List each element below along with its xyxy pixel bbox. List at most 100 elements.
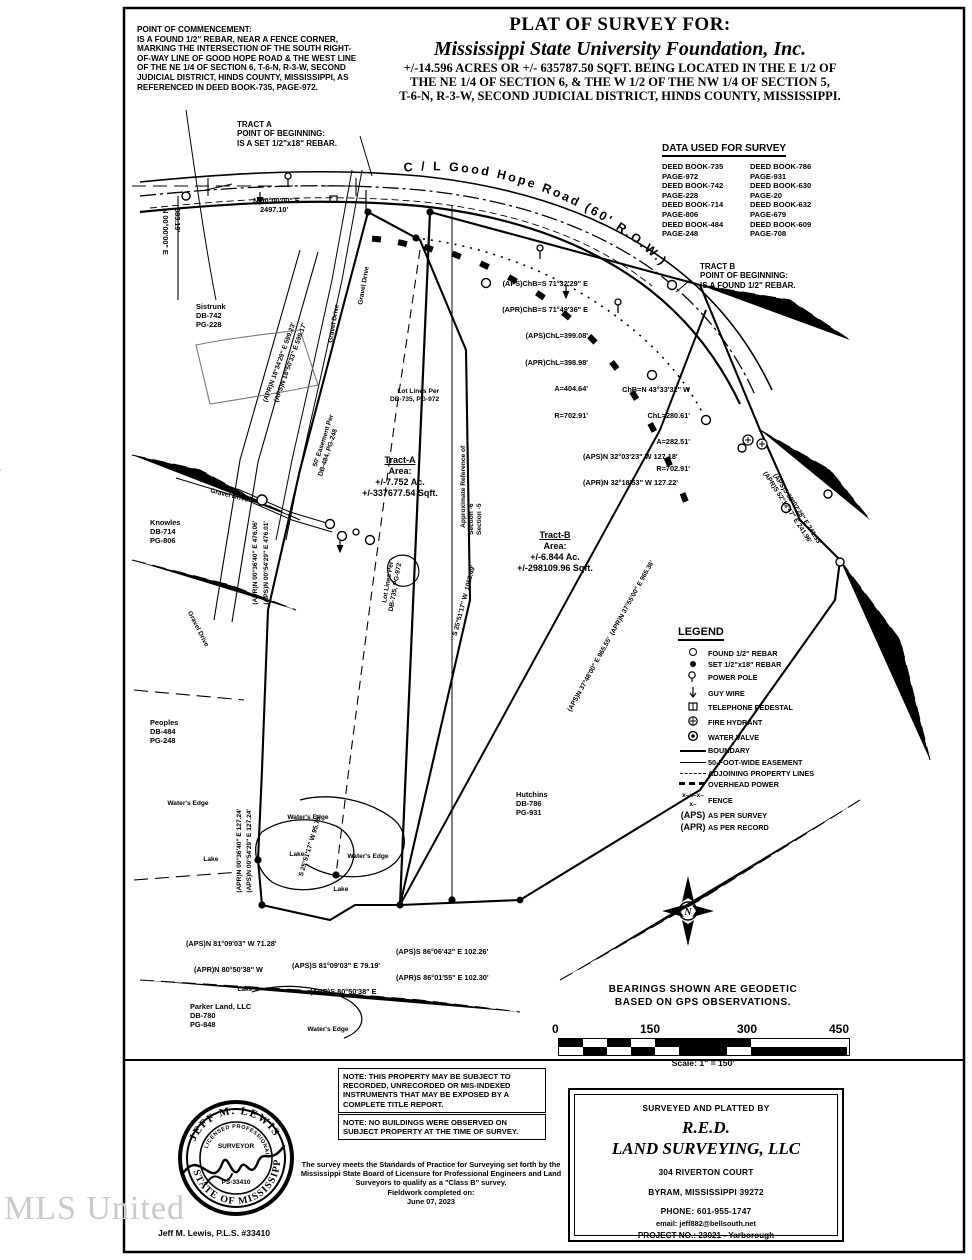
west-line-distance-label: 683.19' [164, 200, 190, 232]
bearing-basis-line2: BASED ON GPS OBSERVATIONS. [614, 997, 792, 1008]
legend-row: OVERHEAD POWER [678, 779, 814, 790]
legend-label: FIRE HYDRANT [708, 718, 763, 728]
deed-page: PAGE-679 [750, 209, 787, 219]
adjoiner-book: DB-780 [190, 1011, 216, 1020]
distance-text: 2497.10' [260, 204, 289, 214]
bearing-label-south-lake-west: (APS)N 81°09'03" W 71.28' (APR)N 80°50'3… [186, 922, 277, 992]
label-text: Lake [289, 851, 305, 858]
tract-a-pob-heading: TRACT A [237, 120, 272, 129]
adjoiner-name: Parker Land, LLC [190, 1002, 252, 1011]
plat-title-line2: Mississippi State University Foundation,… [433, 38, 807, 60]
plat-subtitle-line2: THE NE 1/4 OF SECTION 6, & THE W 1/2 OF … [410, 75, 830, 89]
company-name-line2: LAND SURVEYING, LLC [611, 1139, 801, 1158]
bearing-apr: (APR)N 32°18'53" W 127.22' [583, 477, 679, 487]
aps-icon: (APS) [680, 810, 706, 821]
scale-label: Scale: 1" = 150' [671, 1058, 735, 1068]
point-of-commencement-note: POINT OF COMMENCEMENT: IS A FOUND 1/2" R… [137, 25, 357, 92]
tract-sqft: +/-298109.96 Sqft. [517, 563, 593, 573]
legend-row: GUY WIRE [678, 686, 814, 701]
legend-label: FOUND 1/2" REBAR [708, 648, 778, 658]
adjoiner-sistrunk: Sistrunk DB-742 PG-228 [196, 302, 226, 329]
bearing-apr: (APR)N 80°50'38" W [194, 964, 263, 974]
waters-edge-label-2: Water's Edge [160, 792, 208, 816]
label-text: Lake [203, 856, 219, 863]
bearing-aps: (APS)N 81°09'03" W 71.28' [186, 938, 277, 948]
legend-table: FOUND 1/2" REBAR SET 1/2"x18" REBAR POWE… [678, 647, 814, 833]
adjoiner-book: DB-714 [150, 527, 176, 536]
company-email: email: jeff882@bellsouth.net [655, 1218, 757, 1228]
seal-title: SURVEYOR [218, 1143, 255, 1150]
curve-radius: R=702.91' [554, 410, 588, 420]
deed-page: PAGE-20 [750, 190, 782, 200]
tract-b-pob-line2: IS A FOUND 1/2" REBAR. [700, 280, 796, 290]
bearing-aps: (APS)S 86°06'42" E 102.26' [396, 946, 489, 956]
poc-heading: POINT OF COMMENCEMENT: [137, 25, 252, 34]
label-text: 50' Easement Per DB-484, PG-248 [311, 413, 340, 478]
company-phone: PHONE: 601-955-1747 [660, 1206, 752, 1216]
section-line-distance-label: 2497.10' [252, 197, 288, 223]
adjoiner-book: DB-786 [516, 799, 542, 808]
guy-wire-icon [678, 686, 708, 701]
curve-chord-bearing: ChB=N 43°33'32" W [622, 384, 690, 394]
company-address: 304 RIVERTON COURT [658, 1167, 754, 1177]
class-note-text: The survey meets the Standards of Practi… [300, 1160, 562, 1188]
legend-label: WATER VALVE [708, 733, 760, 743]
fieldwork-label: Fieldwork completed on: [387, 1187, 475, 1197]
legend-heading: LEGEND [678, 626, 724, 641]
legend-label: SET 1/2"x18" REBAR [708, 660, 782, 670]
adjoiner-name: Knowles [150, 518, 181, 527]
adjoiner-name: Hutchins [516, 790, 548, 799]
deed-page: PAGE-972 [662, 171, 699, 181]
bearing-aps: (APS)N 00°54'29" E 127.24' [246, 808, 253, 893]
legend-label: 50-FOOT-WIDE EASEMENT [708, 757, 803, 767]
adjoiner-book: DB-742 [196, 311, 222, 320]
adjoiner-knowles: Knowles DB-714 PG-806 [150, 518, 180, 545]
bearing-apr: (APR)S 80°50'38" E [310, 986, 377, 996]
scale-bar-lower [559, 1047, 849, 1055]
curve-chord-bearing-apr: (APR)ChB=S 71°49'36" E [502, 304, 588, 314]
scale-tick: 300 [737, 1022, 758, 1036]
curve-arc-length: A=404.64' [554, 384, 588, 394]
curve-chord-bearing-aps: (APS)ChB=S 71°32'29" E [502, 278, 588, 288]
deed-page: PAGE-228 [662, 190, 699, 200]
company-name-line1: R.E.D. [682, 1118, 730, 1137]
deed-book: DEED BOOK-742 [662, 181, 724, 191]
legend-row: x–x–x–x– FENCE [678, 790, 814, 810]
telephone-pedestal-icon [678, 701, 708, 715]
curve-data-block-1: (APS)ChB=S 71°32'29" E (APR)ChB=S 71°49'… [418, 262, 588, 438]
deed-page: PAGE-708 [750, 229, 787, 239]
north-arrow-label: N [683, 907, 692, 918]
waters-edge-label-4: Water's Edge [300, 1018, 348, 1042]
deed-book: DEED BOOK-735 [662, 162, 724, 171]
dashed-line-icon [678, 768, 708, 779]
tract-area-label: Area: [543, 541, 567, 551]
tract-b-pob-heading: TRACT B [700, 262, 736, 271]
deed-book: DEED BOOK-630 [750, 181, 812, 191]
tract-name: Tract-B [539, 530, 571, 540]
legend-label: AS PER SURVEY [708, 811, 768, 821]
data-used-heading: DATA USED FOR SURVEY [662, 143, 787, 157]
lake-label-4: Lake [230, 978, 252, 1002]
adjoiner-page: PG-806 [150, 536, 176, 545]
legend-row: WATER VALVE [678, 730, 814, 745]
title-report-note: NOTE: THIS PROPERTY MAY BE SUBJECT TO RE… [338, 1068, 546, 1113]
deed-book: DEED BOOK-609 [750, 219, 812, 229]
label-text: Water's Edge [347, 853, 389, 860]
legend-label: POWER POLE [708, 673, 758, 683]
tract-a-pob-line2: IS A SET 1/2"x18" REBAR. [237, 138, 337, 148]
tract-a-point-of-beginning: TRACT A POINT OF BEGINNING: IS A SET 1/2… [237, 120, 367, 148]
deed-book: DEED BOOK-714 [662, 200, 724, 210]
overhead-power-icon [678, 779, 708, 790]
apr-icon: (APR) [680, 821, 706, 832]
legend-row: ADJOINING PROPERTY LINES [678, 768, 814, 779]
deed-book: DEED BOOK-786 [750, 162, 812, 171]
waters-edge-label-1: Water's Edge [280, 806, 328, 830]
curve-chord-length: ChL=280.61' [647, 410, 691, 420]
power-pole-icon [678, 670, 708, 685]
legend-row: (APS) AS PER SURVEY [678, 810, 814, 821]
label-text: Approximate Reference of Section -6 Sect… [460, 445, 483, 535]
adjoiner-page: PG-931 [516, 808, 542, 817]
section-line-bearing-label: N 90°00'00" E [245, 188, 300, 214]
legend-row: (APR) AS PER RECORD [678, 821, 814, 832]
